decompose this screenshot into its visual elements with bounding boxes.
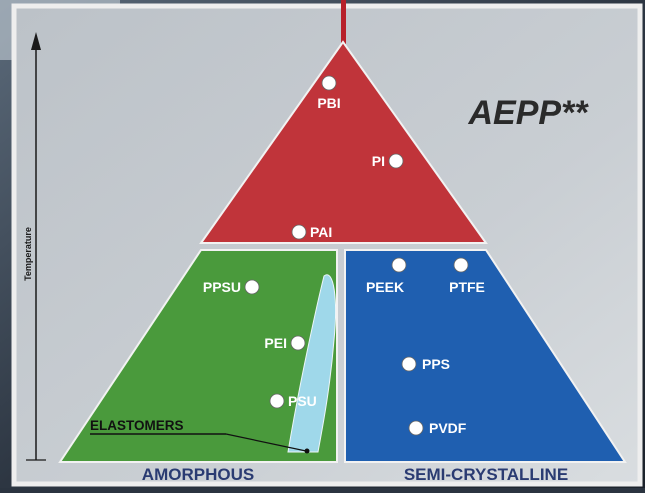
temperature-axis-label: Temperature: [23, 227, 33, 281]
polymer-dot: [291, 224, 307, 240]
polymer-label-pai: PAI: [310, 224, 332, 240]
polymer-marker-pvdf: PVDF: [408, 420, 467, 436]
semi-crystalline-region: [344, 249, 627, 463]
polymer-dot: [244, 279, 260, 295]
elastomers-leader-dot: [304, 448, 310, 454]
amorphous-label: AMORPHOUS: [142, 465, 254, 484]
polymer-marker-pei: PEI: [264, 335, 306, 351]
polymer-label-pps: PPS: [422, 356, 450, 372]
polymer-dot: [391, 257, 407, 273]
polymer-dot: [290, 335, 306, 351]
temperature-axis-arrow-icon: [31, 32, 41, 50]
polymer-marker-psu: PSU: [269, 393, 317, 409]
elastomers-region: [287, 274, 336, 453]
polymer-dot: [388, 153, 404, 169]
polymer-marker-ppsu: PPSU: [203, 279, 260, 295]
polymer-label-pi: PI: [372, 153, 385, 169]
pyramid-stem: [341, 0, 346, 44]
elastomers-label: ELASTOMERS: [90, 418, 184, 433]
polymer-dot: [453, 257, 469, 273]
amorphous-region: [58, 249, 338, 463]
polymer-label-ptfe: PTFE: [449, 279, 485, 295]
polymer-marker-peek: PEEK: [366, 257, 407, 295]
polymer-marker-pi: PI: [372, 153, 404, 169]
polymer-dot: [321, 75, 337, 91]
polymer-marker-ptfe: PTFE: [449, 257, 485, 295]
polymer-marker-pbi: PBI: [317, 75, 341, 111]
polymer-label-peek: PEEK: [366, 279, 404, 295]
high-performance-triangle: [199, 40, 488, 244]
polymer-label-pbi: PBI: [317, 95, 340, 111]
polymer-dot: [408, 420, 424, 436]
polymer-marker-pai: PAI: [291, 224, 332, 240]
polymer-label-ppsu: PPSU: [203, 279, 241, 295]
polymer-dot: [401, 356, 417, 372]
polymer-dot: [269, 393, 285, 409]
polymer-label-psu: PSU: [288, 393, 317, 409]
semi-crystalline-label: SEMI-CRYSTALLINE: [404, 465, 568, 484]
polymer-label-pei: PEI: [264, 335, 287, 351]
polymer-label-pvdf: PVDF: [429, 420, 467, 436]
polymer-marker-pps: PPS: [401, 356, 450, 372]
watermark-text: AEPP**: [467, 94, 589, 132]
elastomers-leader-line: [225, 433, 307, 452]
